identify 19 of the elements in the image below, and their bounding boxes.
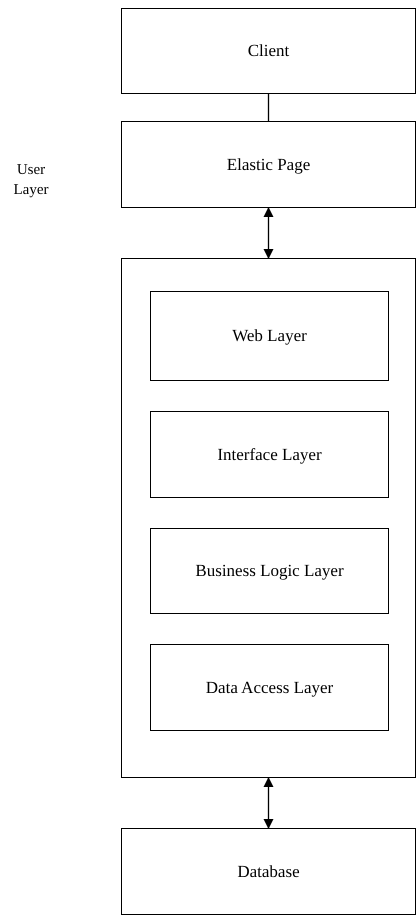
layer-label: User Layer: [12, 161, 50, 200]
box-label: Web Layer: [232, 326, 307, 346]
layer-box: [150, 644, 389, 731]
box-label: Database: [237, 862, 300, 882]
box-label: Elastic Page: [226, 154, 310, 174]
arrow: [264, 207, 274, 259]
connector-line: [268, 94, 270, 121]
process-box: [121, 121, 416, 208]
process-box: [121, 8, 416, 94]
layer-box: [150, 411, 389, 498]
layer-box: [150, 528, 389, 614]
box-label: Business Logic Layer: [195, 561, 344, 581]
process-box: [121, 828, 416, 915]
box-label: Data Access Layer: [206, 678, 334, 698]
arrow: [264, 777, 274, 829]
layer-box: [150, 291, 389, 381]
box-label: Client: [248, 41, 290, 61]
box-label: Interface Layer: [217, 444, 322, 464]
container-box: [121, 258, 416, 778]
